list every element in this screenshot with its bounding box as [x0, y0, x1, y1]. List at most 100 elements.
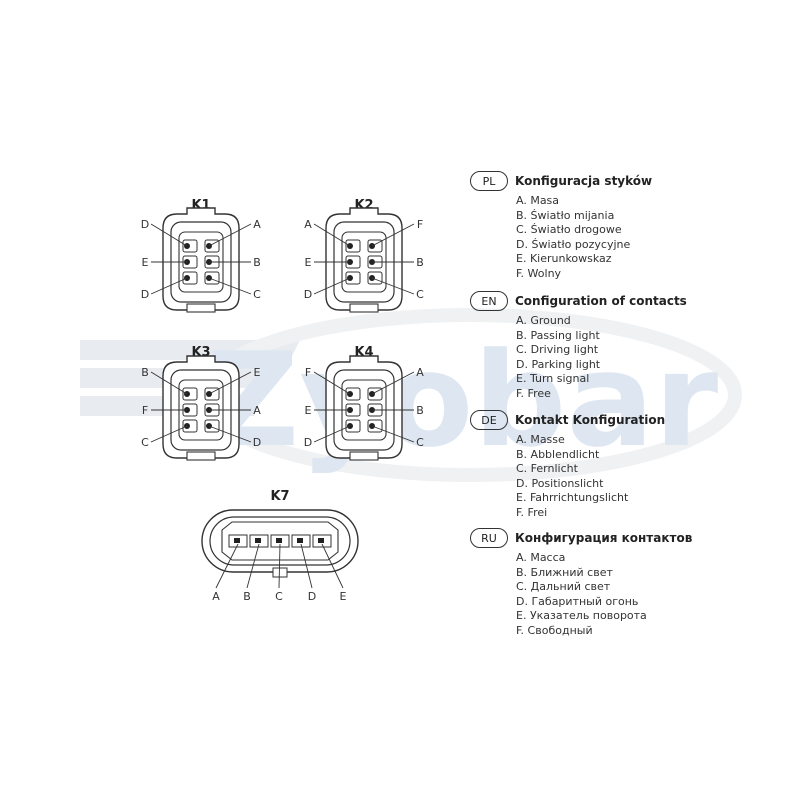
pin-label: D [141, 288, 149, 301]
watermark-text: Zyobar [205, 324, 718, 476]
pin-leader-line [313, 371, 351, 395]
pin-label: D [304, 288, 312, 301]
pin-leader-line [313, 277, 351, 295]
pin-label: C [416, 288, 424, 301]
connector-title: K7 [270, 489, 289, 504]
connector-housing [162, 355, 240, 461]
pin-dot [297, 538, 303, 543]
legend-item: D. Światło pozycyjne [516, 237, 631, 251]
pin-grid [345, 387, 383, 433]
legend-item: E. Fahrrichtungslicht [516, 491, 629, 505]
pin-label: B [253, 256, 261, 269]
pin-label: C [141, 436, 149, 449]
legend-item: A. Masse [516, 433, 565, 446]
legend-item: C. Światło drogowe [516, 223, 622, 237]
legend-item: C. Driving light [516, 343, 599, 357]
legend-item: B. Passing light [516, 328, 600, 342]
pin-leader-line [371, 425, 415, 443]
pin-label: B [416, 404, 424, 417]
pin-label: C [253, 288, 261, 301]
pin-label: D [141, 218, 149, 231]
legend-item: E. Kierunkowskaz [516, 252, 612, 266]
pin-dot [318, 538, 324, 543]
pin-leader-line [208, 223, 252, 247]
legend-title: Konfiguracja styków [515, 174, 653, 188]
pin-leader-line [321, 543, 344, 589]
language-badge: PL [470, 171, 508, 191]
legend-item: B. Światło mijania [516, 208, 615, 222]
legend-item: E. Указатель поворота [516, 609, 647, 623]
pin-label: E [254, 366, 261, 379]
pin-leader-line [371, 277, 415, 295]
pin-leader-line [215, 543, 239, 589]
connector-housing [162, 207, 240, 313]
legend-item: C. Fernlicht [516, 462, 578, 476]
language-badge: RU [470, 528, 508, 548]
pin-label: E [305, 404, 312, 417]
pin-leader-line [150, 371, 188, 395]
legend-item: F. Свободный [516, 623, 593, 637]
legend-item: B. Abblendlicht [516, 447, 600, 461]
pin-label: C [416, 436, 424, 449]
pin-leader-line [300, 543, 313, 589]
pin-leader-line [208, 425, 252, 443]
pin-label: D [304, 436, 312, 449]
legend-header: RU Конфигурация контактов [470, 527, 790, 549]
pin-grid [182, 387, 220, 433]
pin-label: A [416, 366, 424, 379]
legend-item: B. Ближний свет [516, 565, 613, 579]
pin-label: D [308, 590, 316, 603]
pin-label: B [416, 256, 424, 269]
pin-label: E [142, 256, 149, 269]
legend-item: D. Parking light [516, 357, 601, 371]
legend-header: EN Configuration of contacts [470, 290, 790, 312]
legend-item: A. Ground [516, 314, 571, 327]
pin-label: A [253, 218, 261, 231]
legend-item: A. Masa [516, 194, 560, 207]
pin-leader-line [246, 543, 260, 589]
pin-label: A [304, 218, 312, 231]
legend-item: A. Масса [516, 551, 566, 564]
pin-dot [276, 538, 282, 543]
legend-title: Configuration of contacts [515, 294, 687, 308]
legend-item: D. Positionslicht [516, 476, 604, 490]
pin-label: A [253, 404, 261, 417]
pin-leader-line [150, 425, 188, 443]
pin-leader-line [208, 371, 252, 395]
pin-label: C [275, 590, 283, 603]
pin-leader-line [278, 543, 281, 589]
pin-leader-line [208, 277, 252, 295]
legend-item: F. Frei [516, 505, 548, 519]
pin-label: F [142, 404, 148, 417]
pin-label: A [212, 590, 220, 603]
pin-leader-line [371, 371, 415, 395]
legend-item: E. Turn signal [516, 372, 590, 386]
language-badge: DE [470, 410, 508, 430]
pin-label: D [253, 436, 261, 449]
pin-grid [182, 239, 220, 285]
pin-leader-line [150, 277, 188, 295]
pin-dot [234, 538, 240, 543]
pin-label: B [141, 366, 149, 379]
legend-title: Конфигурация контактов [515, 531, 693, 545]
connector-housing [325, 207, 403, 313]
pin-leader-line [371, 223, 415, 247]
pin-label: E [305, 256, 312, 269]
language-badge: EN [470, 291, 508, 311]
pin-label: B [243, 590, 251, 603]
pin-label: F [417, 218, 423, 231]
